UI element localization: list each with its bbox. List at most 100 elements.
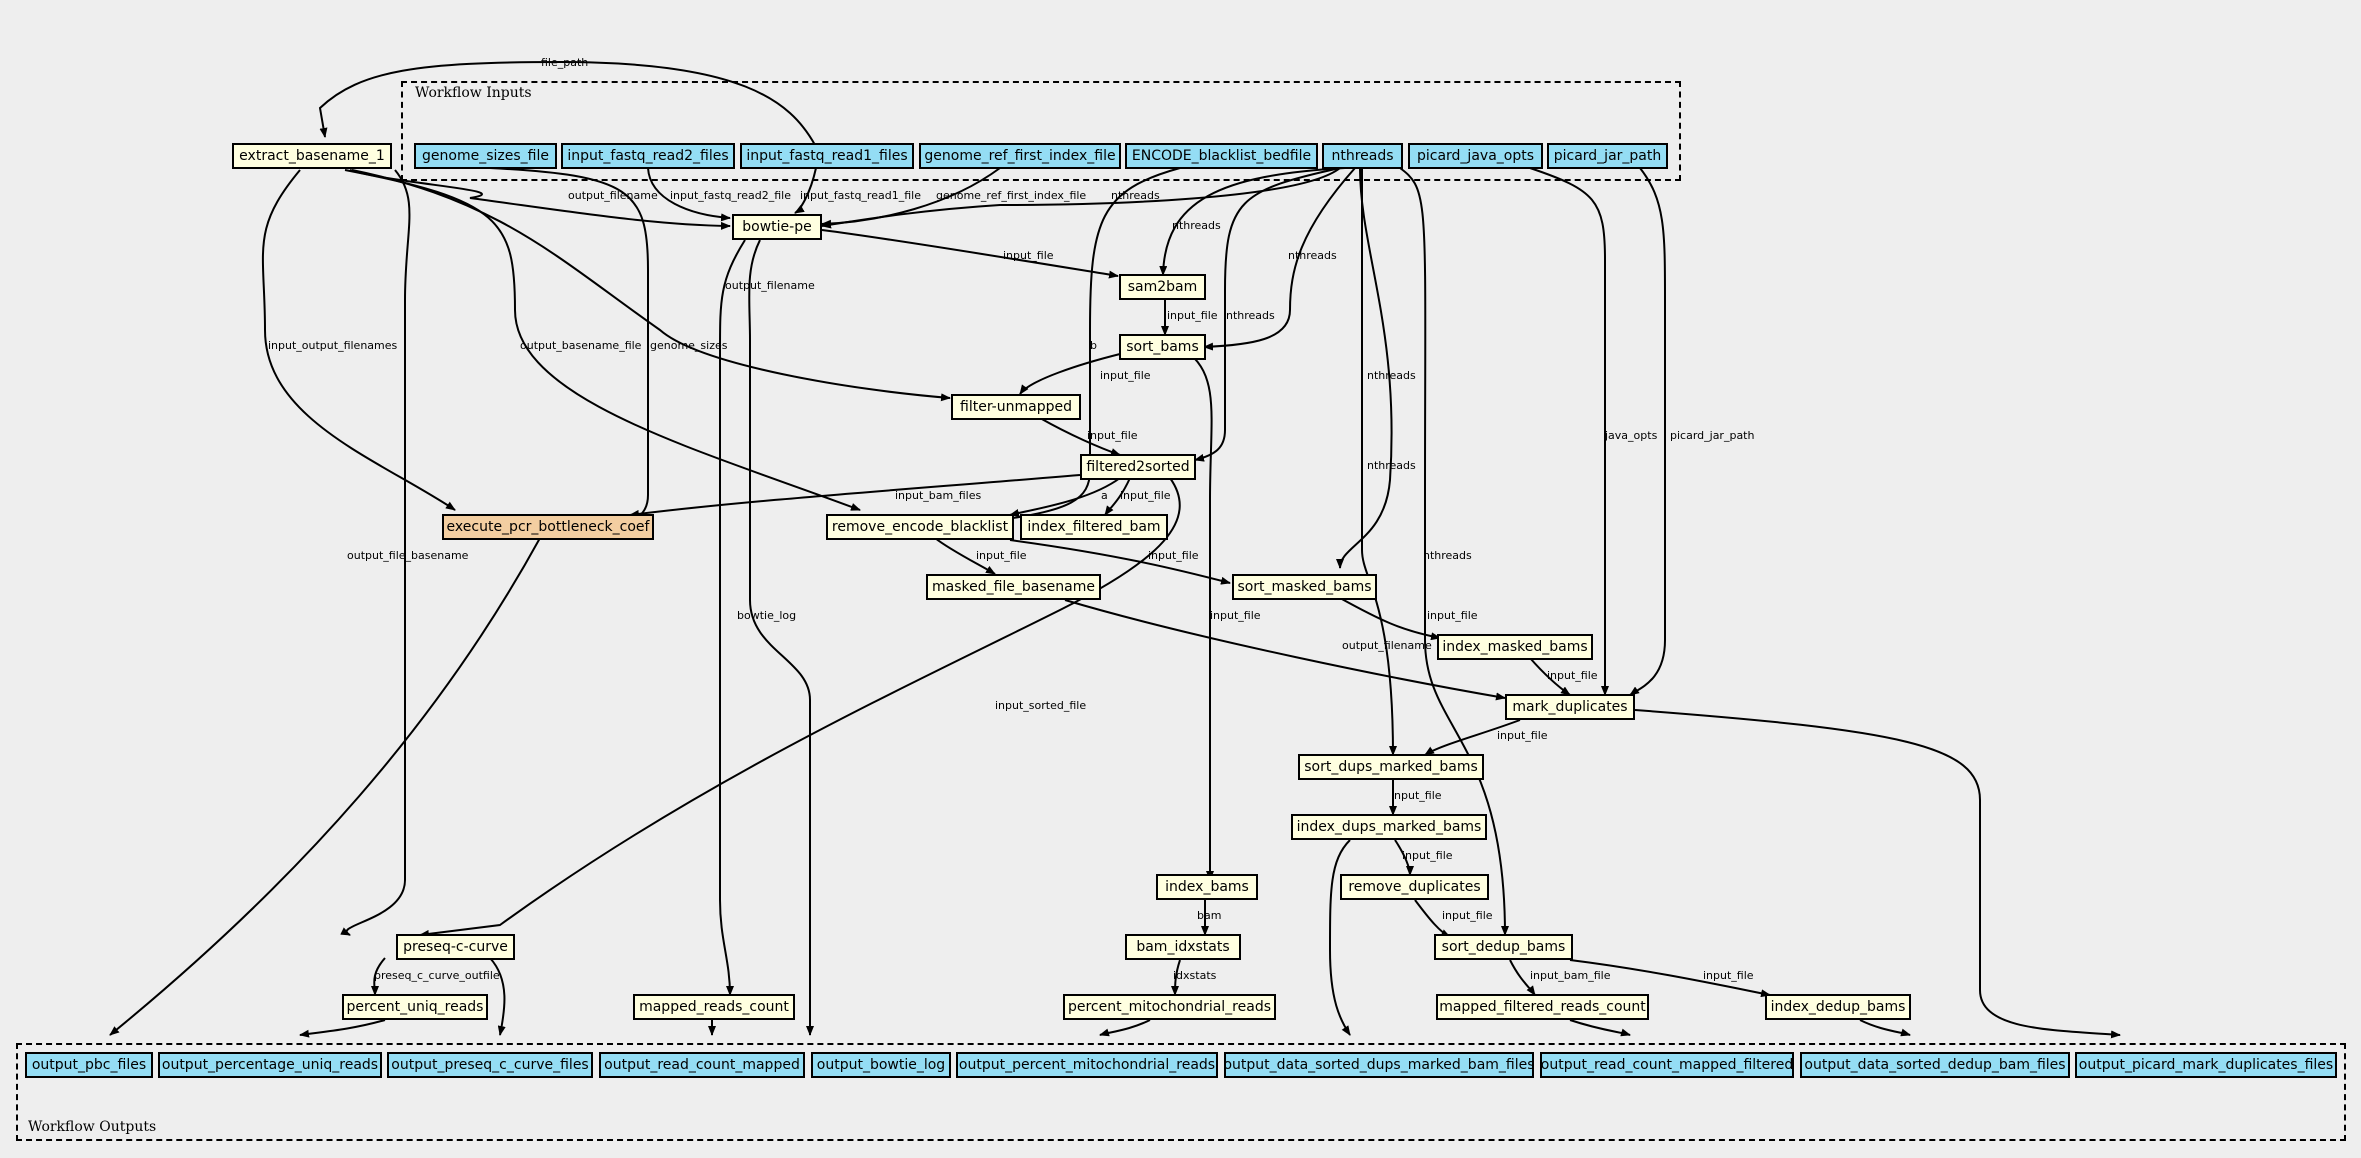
- node-index-bams[interactable]: index_bams: [1156, 874, 1258, 900]
- edge-label: output_basename_file: [520, 339, 642, 352]
- edge-label: idxstats: [1173, 969, 1217, 982]
- node-filtered2sorted[interactable]: filtered2sorted: [1080, 454, 1196, 480]
- edge-label: input_file: [976, 549, 1027, 562]
- edge-label: input_file: [1402, 849, 1453, 862]
- node-input-fastq-read1-files[interactable]: input_fastq_read1_files: [740, 143, 914, 169]
- edge-bowtie-mappedreads: [719, 239, 746, 996]
- node-remove-duplicates[interactable]: remove_duplicates: [1340, 874, 1489, 900]
- node-output-pbc-files[interactable]: output_pbc_files: [25, 1052, 153, 1078]
- edge-label: input_fastq_read2_file: [670, 189, 791, 202]
- node-output-preseq-c-curve-files[interactable]: output_preseq_c_curve_files: [387, 1052, 593, 1078]
- node-mark-duplicates[interactable]: mark_duplicates: [1505, 694, 1635, 720]
- node-genome-ref-first-index-file[interactable]: genome_ref_first_index_file: [919, 143, 1121, 169]
- node-index-dedup-bams[interactable]: index_dedup_bams: [1765, 994, 1911, 1020]
- workflow-inputs-label: Workflow Inputs: [415, 85, 532, 101]
- workflow-outputs-cluster: Workflow Outputs: [16, 1043, 2346, 1141]
- edge-label: input_file: [1120, 489, 1171, 502]
- node-masked-file-basename[interactable]: masked_file_basename: [926, 574, 1101, 600]
- edge-indexdups-out: [1328, 839, 1351, 1036]
- node-filter-unmapped[interactable]: filter-unmapped: [951, 394, 1081, 420]
- node-sort-dups-marked-bams[interactable]: sort_dups_marked_bams: [1298, 754, 1484, 780]
- edge-javaopts-markdup: [1529, 167, 1609, 696]
- edge-nthreads-sortdups: [1361, 168, 1397, 756]
- edge-label: nthreads: [1423, 549, 1472, 562]
- node-extract-basename-1[interactable]: extract_basename_1: [232, 143, 392, 169]
- node-index-filtered-bam[interactable]: index_filtered_bam: [1020, 514, 1168, 540]
- node-sam2bam[interactable]: sam2bam: [1119, 274, 1206, 300]
- edge-f2s-pcr: [629, 474, 1081, 518]
- edge-label: input_file: [1703, 969, 1754, 982]
- node-output-read-count-mapped[interactable]: output_read_count_mapped: [599, 1052, 805, 1078]
- edge-f2s-indexfiltered: [1104, 477, 1131, 516]
- node-preseq-c-curve[interactable]: preseq-c-curve: [396, 934, 515, 960]
- edge-label: nthreads: [1226, 309, 1275, 322]
- node-output-picard-mark-duplicates-files[interactable]: output_picard_mark_duplicates_files: [2075, 1052, 2337, 1078]
- edge-label: b: [1090, 339, 1097, 352]
- edge-label: input_file: [1442, 909, 1493, 922]
- node-output-percent-mitochondrial-reads[interactable]: output_percent_mitochondrial_reads: [956, 1052, 1218, 1078]
- edge-encode-remove: [999, 167, 1181, 523]
- node-bowtie-pe[interactable]: bowtie-pe: [732, 214, 822, 240]
- node-output-data-sorted-dups-marked-bam-files[interactable]: output_data_sorted_dups_marked_bam_files: [1223, 1052, 1535, 1078]
- edge-label: input_bam_files: [895, 489, 982, 502]
- node-sort-bams[interactable]: sort_bams: [1119, 334, 1206, 360]
- edge-label: genome_ref_first_index_file: [936, 189, 1087, 202]
- edge-extract-remove: [344, 169, 861, 511]
- edge-extract-pcr: [261, 169, 456, 511]
- node-percent-uniq-reads[interactable]: percent_uniq_reads: [342, 994, 488, 1020]
- edge-label: nthreads: [1367, 459, 1416, 472]
- edge-label: picard_jar_path: [1670, 429, 1755, 442]
- node-percent-mitochondrial-reads[interactable]: percent_mitochondrial_reads: [1063, 994, 1276, 1020]
- node-index-dups-marked-bams[interactable]: index_dups_marked_bams: [1291, 814, 1487, 840]
- node-sort-dedup-bams[interactable]: sort_dedup_bams: [1434, 934, 1573, 960]
- node-genome-sizes-file[interactable]: genome_sizes_file: [414, 143, 557, 169]
- node-input-fastq-read2-files[interactable]: input_fastq_read2_files: [561, 143, 735, 169]
- edge-extract-preseq: [340, 169, 411, 936]
- edge-bowtie-sam2bam: [821, 229, 1119, 279]
- workflow-inputs-cluster: Workflow Inputs: [401, 81, 1681, 181]
- edge-label: output_file_basename: [347, 549, 469, 562]
- edge-filter-f2s: [1039, 417, 1121, 456]
- edge-label: nthreads: [1288, 249, 1337, 262]
- edge-sortdedup-mappedfiltered: [1509, 959, 1536, 996]
- edge-indexmasked-markdup: [1529, 657, 1571, 696]
- edge-f2s-remove: [1009, 477, 1121, 517]
- edge-extract-filter: [351, 169, 951, 402]
- node-output-bowtie-log[interactable]: output_bowtie_log: [811, 1052, 951, 1078]
- node-remove-encode-blacklist[interactable]: remove_encode_blacklist: [826, 514, 1014, 540]
- node-execute-pcr-bottleneck-coef[interactable]: execute_pcr_bottleneck_coef: [442, 514, 654, 540]
- edge-remove-masked: [934, 537, 996, 575]
- node-index-masked-bams[interactable]: index_masked_bams: [1437, 634, 1593, 660]
- edge-label: input_sorted_file: [995, 699, 1087, 712]
- edge-label: nthreads: [1367, 369, 1416, 382]
- edge-sort-filter: [1019, 353, 1121, 395]
- edge-label: input_file: [1148, 549, 1199, 562]
- edge-label: nthreads: [1111, 189, 1160, 202]
- edge-label: output_filename: [568, 189, 658, 202]
- edge-label: bam: [1197, 909, 1222, 922]
- node-output-percentage-uniq-reads[interactable]: output_percentage_uniq_reads: [158, 1052, 382, 1078]
- node-picard-java-opts[interactable]: picard_java_opts: [1408, 143, 1543, 169]
- edge-nthreads-sort: [1203, 167, 1356, 351]
- edge-label: input_fastq_read1_file: [800, 189, 921, 202]
- node-bam-idxstats[interactable]: bam_idxstats: [1125, 934, 1241, 960]
- edge-nthreads-sortmasked: [1336, 167, 1393, 569]
- node-output-read-count-mapped-filtered[interactable]: output_read_count_mapped_filtered: [1540, 1052, 1794, 1078]
- node-sort-masked-bams[interactable]: sort_masked_bams: [1232, 574, 1377, 600]
- edge-nthreads-f2s: [1194, 167, 1341, 462]
- node-nthreads[interactable]: nthreads: [1322, 143, 1403, 169]
- edge-read1-bowtie: [794, 167, 817, 214]
- edge-label: genome_sizes: [650, 339, 728, 352]
- node-picard-jar-path[interactable]: picard_jar_path: [1547, 143, 1668, 169]
- node-encode-blacklist-bedfile[interactable]: ENCODE_blacklist_bedfile: [1125, 143, 1318, 169]
- edge-sortdedup-indexdedup: [1569, 959, 1771, 998]
- edge-label: java_opts: [1605, 429, 1658, 442]
- edge-masked-markdup: [1064, 599, 1506, 701]
- node-mapped-filtered-reads-count[interactable]: mapped_filtered_reads_count: [1436, 994, 1649, 1020]
- edge-label: input_file: [1497, 729, 1548, 742]
- node-mapped-reads-count[interactable]: mapped_reads_count: [633, 994, 795, 1020]
- edge-label: input_file: [1547, 669, 1598, 682]
- edge-label: input_file: [1427, 609, 1478, 622]
- node-output-data-sorted-dedup-bam-files[interactable]: output_data_sorted_dedup_bam_files: [1800, 1052, 2070, 1078]
